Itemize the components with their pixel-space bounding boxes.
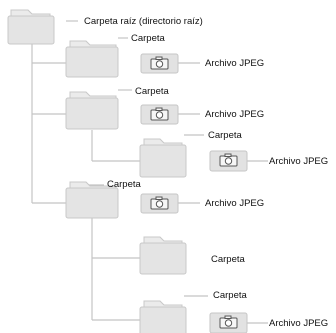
tree-connectors: [31, 20, 268, 324]
jpeg-file-camera-icon: [140, 53, 179, 74]
folder-icon: [139, 138, 187, 178]
folder-label: Carpeta: [208, 130, 243, 141]
file-label: Archivo JPEG: [269, 318, 328, 329]
folder-icon: [65, 181, 119, 219]
jpeg-file-camera-icon: [209, 150, 248, 172]
folder-label: Carpeta: [131, 33, 166, 44]
folder-icon: [65, 40, 119, 78]
file-label: Archivo JPEG: [205, 109, 264, 120]
folder-icon: [65, 91, 119, 130]
file-label: Archivo JPEG: [205, 58, 264, 69]
folder-label: Carpeta: [107, 179, 142, 190]
folder-icon: [139, 236, 187, 275]
jpeg-file-camera-icon: [140, 104, 179, 125]
folder-icon: [139, 300, 187, 333]
folder-label: Carpeta: [135, 86, 170, 97]
folder-label: Carpeta: [213, 290, 248, 301]
file-label: Archivo JPEG: [269, 156, 328, 167]
root-folder-icon: [7, 9, 55, 45]
jpeg-file-camera-icon: [209, 312, 248, 333]
jpeg-file-camera-icon: [140, 193, 179, 214]
root-folder-label: Carpeta raíz (directorio raíz): [84, 16, 203, 27]
folder-label: Carpeta: [211, 254, 246, 265]
file-label: Archivo JPEG: [205, 198, 264, 209]
